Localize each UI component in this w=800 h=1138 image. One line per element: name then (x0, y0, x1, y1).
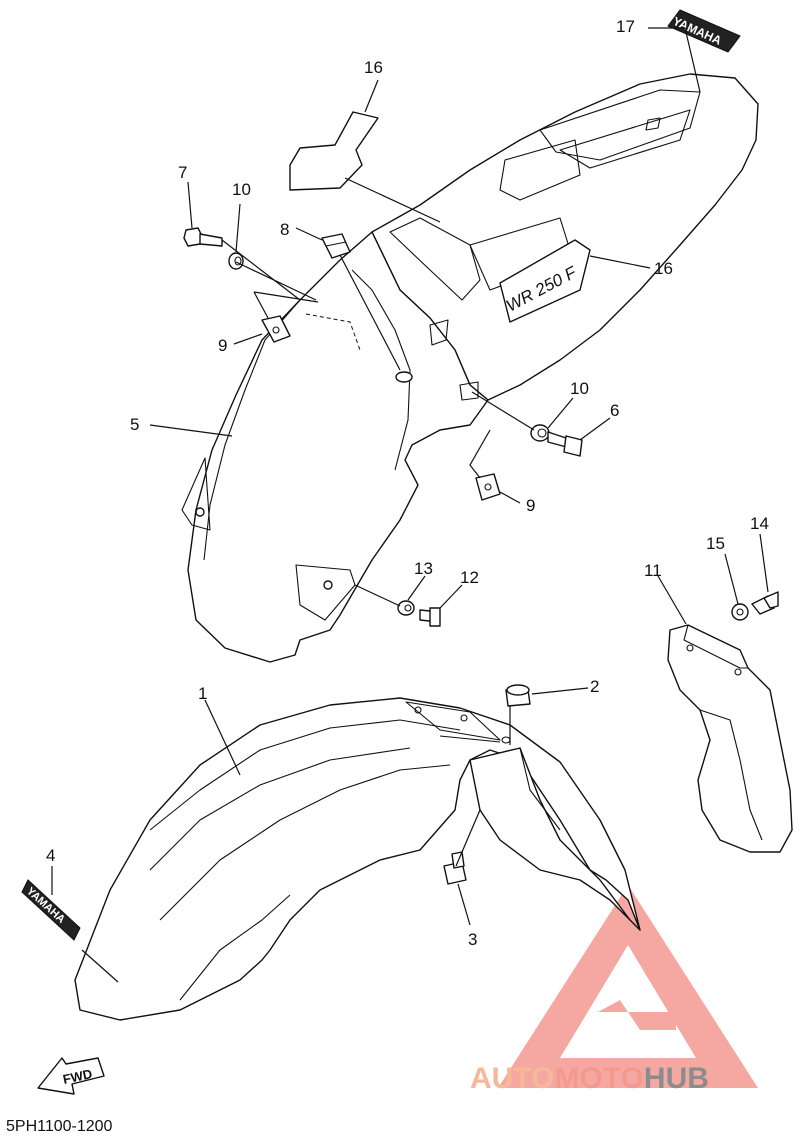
grommet-8-icon (321, 233, 351, 259)
washer-15-icon (731, 603, 749, 621)
front-fender (74, 697, 641, 1021)
part-label-5: 5 (130, 415, 139, 434)
bolt-6-icon (547, 431, 583, 457)
collar-10-top-icon (228, 252, 244, 270)
yamaha-decal-top: YAMAHA (667, 9, 741, 53)
yamaha-decal-front-text: YAMAHA (24, 885, 67, 926)
watermark-text: AUTOMOTOHUB (470, 1062, 709, 1095)
bolt-12-icon (419, 607, 441, 627)
nut-9-left-icon (261, 315, 291, 343)
part-label-12: 12 (460, 568, 479, 587)
part-label-15: 15 (706, 534, 725, 553)
fwd-arrow-icon: FWD (37, 1057, 105, 1095)
collar-2-icon (505, 684, 531, 707)
part-label-10-right: 10 (570, 379, 589, 398)
collar-13-icon (397, 600, 415, 616)
leader-lines (51, 27, 769, 983)
part-label-2: 2 (590, 677, 599, 696)
part-labels: 17 16 7 10 8 16 9 5 10 6 9 14 15 11 13 1… (46, 17, 769, 949)
watermark-logo-icon (498, 885, 758, 1088)
part-label-8: 8 (280, 220, 289, 239)
part-label-16-side: 16 (654, 259, 673, 278)
fwd-arrow-text: FWD (62, 1066, 94, 1087)
watermark-auto: AUTO (470, 1062, 554, 1095)
part-label-9-right: 9 (526, 496, 535, 515)
part-label-16-top: 16 (364, 58, 383, 77)
bolt-3-icon (443, 851, 467, 885)
nut-9-right-icon (475, 473, 501, 501)
collar-10-right-icon (530, 424, 550, 442)
part-label-3: 3 (468, 930, 477, 949)
watermark-hub: HUB (644, 1062, 709, 1095)
part-label-4: 4 (46, 846, 55, 865)
top-tail-decal (289, 111, 379, 191)
watermark-moto: MOTO (554, 1062, 643, 1095)
part-label-13: 13 (414, 559, 433, 578)
rear-fender: WR 250 F (181, 73, 759, 663)
part-label-10-top: 10 (232, 180, 251, 199)
mud-flap (667, 624, 793, 853)
screw-14-icon (751, 591, 779, 615)
part-label-11: 11 (644, 561, 662, 580)
bolt-7-icon (183, 227, 223, 247)
part-label-7: 7 (178, 163, 187, 182)
yamaha-decal-front: YAMAHA (21, 879, 81, 941)
part-label-17: 17 (616, 17, 635, 36)
part-label-1: 1 (198, 684, 207, 703)
part-label-9-left: 9 (218, 336, 227, 355)
part-label-6: 6 (610, 401, 619, 420)
drawing-code: 5PH1100-1200 (6, 1118, 113, 1135)
part-label-14: 14 (750, 514, 769, 533)
